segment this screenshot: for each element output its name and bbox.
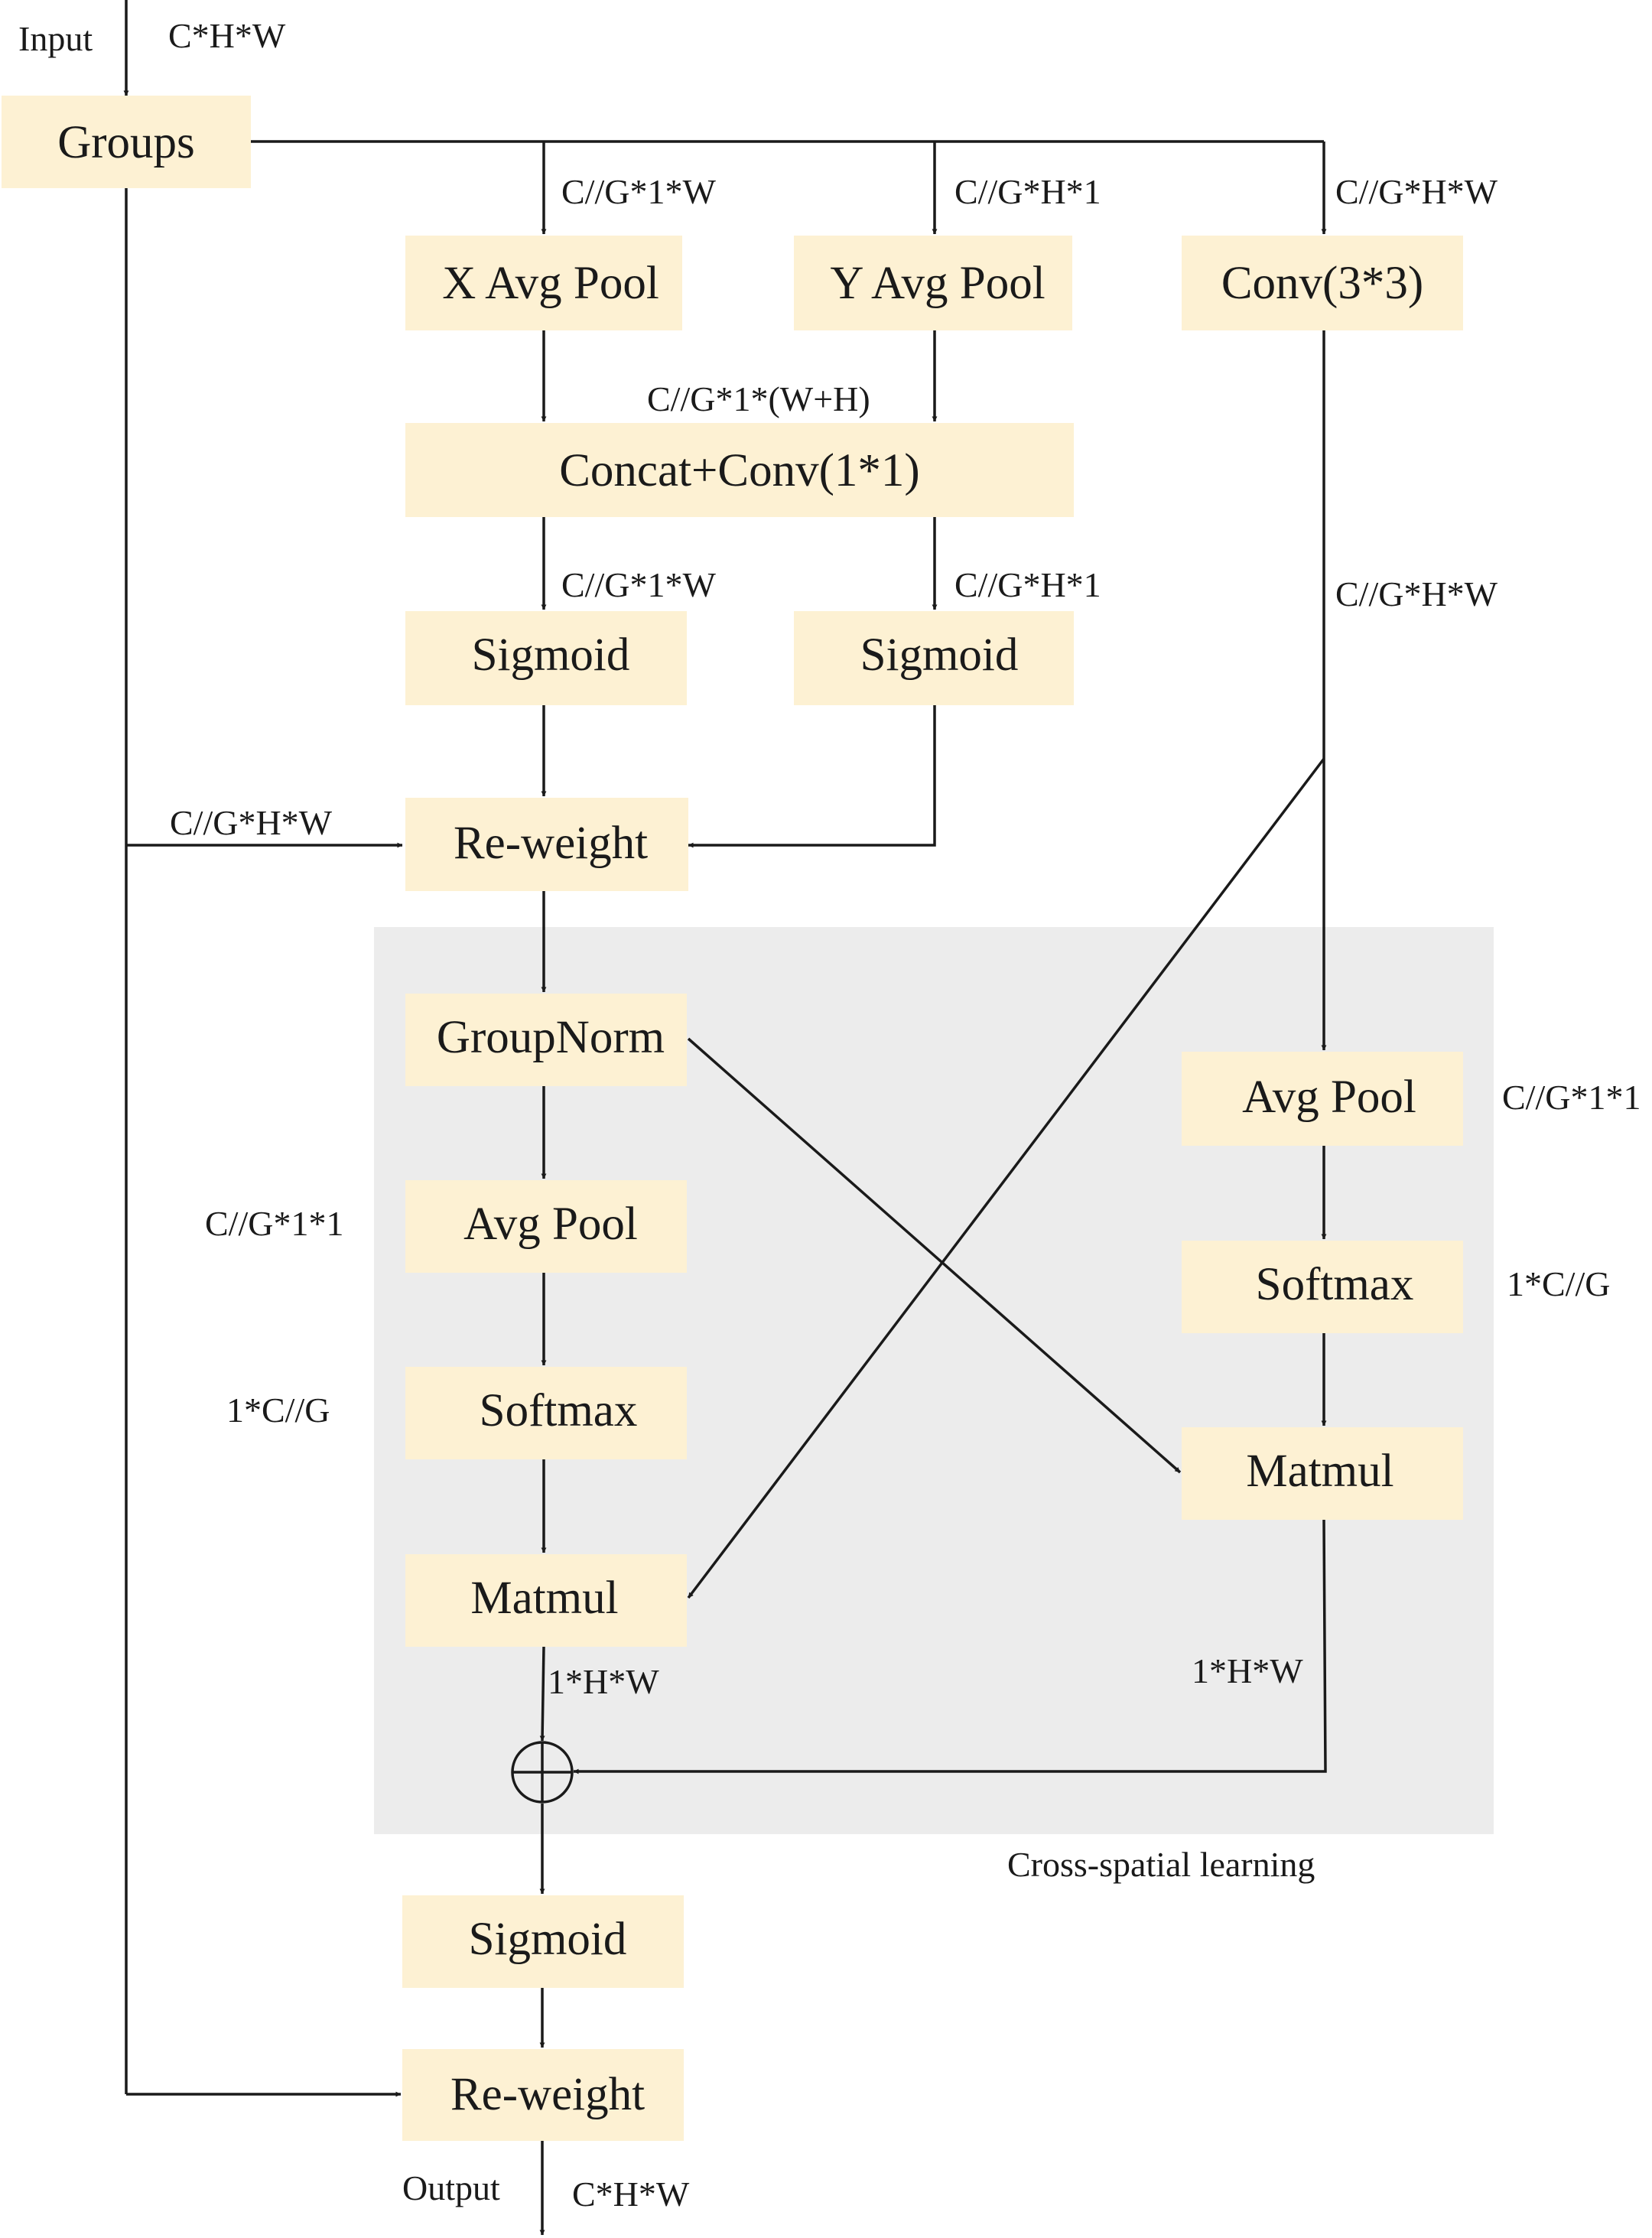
- node-concat-conv-label: Concat+Conv(1*1): [559, 445, 920, 496]
- node-groups: Groups: [2, 96, 251, 188]
- output-dims-label: C*H*W: [572, 2175, 690, 2214]
- node-groupnorm-label: GroupNorm: [437, 1012, 665, 1063]
- node-groups-label: Groups: [57, 117, 195, 168]
- node-reweight-2: Re-weight: [402, 2049, 684, 2141]
- plus-node: [511, 1741, 574, 1804]
- avgpool-left-dims-label: C//G*1*1: [205, 1204, 343, 1243]
- node-reweight-1-label: Re-weight: [454, 818, 648, 869]
- avgpool-right-dims-label: C//G*1*1: [1502, 1078, 1641, 1117]
- labels: Input C*H*W C//G*1*W C//G*H*1 C//G*H*W C…: [18, 16, 1641, 2214]
- node-avgpool-right-label: Avg Pool: [1242, 1072, 1416, 1123]
- node-matmul-left: Matmul: [405, 1554, 687, 1647]
- edge-conv-matmul-left: [687, 757, 1325, 1599]
- node-avgpool-left: Avg Pool: [405, 1180, 687, 1273]
- split-left-label: C//G*1*W: [561, 565, 716, 604]
- edge-matmul-left-plus: [539, 1646, 545, 1742]
- node-x-avg-pool: X Avg Pool: [405, 236, 682, 330]
- skip-reweight-label: C//G*H*W: [170, 803, 333, 842]
- node-y-avg-pool: Y Avg Pool: [794, 236, 1072, 330]
- node-matmul-right: Matmul: [1182, 1427, 1463, 1520]
- node-avgpool-right: Avg Pool: [1182, 1052, 1463, 1146]
- ypool-in-label: C//G*H*1: [954, 172, 1101, 211]
- node-reweight-2-label: Re-weight: [450, 2069, 645, 2120]
- matmul-right-out-label: 1*H*W: [1192, 1651, 1303, 1690]
- node-y-avg-pool-label: Y Avg Pool: [830, 258, 1045, 309]
- matmul-left-out-label: 1*H*W: [548, 1662, 659, 1701]
- output-label: Output: [402, 2168, 500, 2207]
- node-softmax-left-label: Softmax: [480, 1385, 638, 1436]
- node-sigmoid-left: Sigmoid: [405, 611, 687, 705]
- conv-out-label: C//G*H*W: [1335, 574, 1498, 613]
- cross-spatial-label: Cross-spatial learning: [1007, 1845, 1315, 1884]
- softmax-right-dims-label: 1*C//G: [1507, 1264, 1610, 1303]
- node-reweight-1: Re-weight: [405, 798, 688, 891]
- node-matmul-left-label: Matmul: [470, 1573, 618, 1624]
- input-dims-label: C*H*W: [168, 16, 286, 55]
- conv-in-label: C//G*H*W: [1335, 172, 1498, 211]
- edge-matmul-right-plus: [573, 1519, 1327, 1774]
- node-sigmoid-right: Sigmoid: [794, 611, 1074, 705]
- node-sigmoid-right-label: Sigmoid: [860, 629, 1019, 681]
- node-softmax-left: Softmax: [405, 1367, 687, 1459]
- node-softmax-right: Softmax: [1182, 1241, 1463, 1333]
- node-sigmoid-bottom-label: Sigmoid: [469, 1914, 627, 1965]
- node-x-avg-pool-label: X Avg Pool: [442, 258, 659, 309]
- edge-groupnorm-matmul-right: [687, 1037, 1182, 1474]
- node-sigmoid-left-label: Sigmoid: [472, 629, 630, 681]
- node-concat-conv: Concat+Conv(1*1): [405, 423, 1074, 517]
- edges: [123, 0, 1327, 2236]
- node-conv3x3: Conv(3*3): [1182, 236, 1463, 330]
- node-conv3x3-label: Conv(3*3): [1221, 258, 1423, 309]
- concat-in-label: C//G*1*(W+H): [647, 379, 870, 418]
- node-matmul-right-label: Matmul: [1246, 1446, 1393, 1497]
- input-label: Input: [18, 19, 93, 58]
- node-sigmoid-bottom: Sigmoid: [402, 1895, 684, 1988]
- node-groupnorm: GroupNorm: [405, 994, 687, 1086]
- split-right-label: C//G*H*1: [954, 565, 1101, 604]
- edge-sigmoid-right-reweight: [688, 705, 936, 848]
- xpool-in-label: C//G*1*W: [561, 172, 716, 211]
- node-avgpool-left-label: Avg Pool: [463, 1199, 638, 1250]
- softmax-left-dims-label: 1*C//G: [226, 1391, 330, 1430]
- node-softmax-right-label: Softmax: [1256, 1259, 1414, 1310]
